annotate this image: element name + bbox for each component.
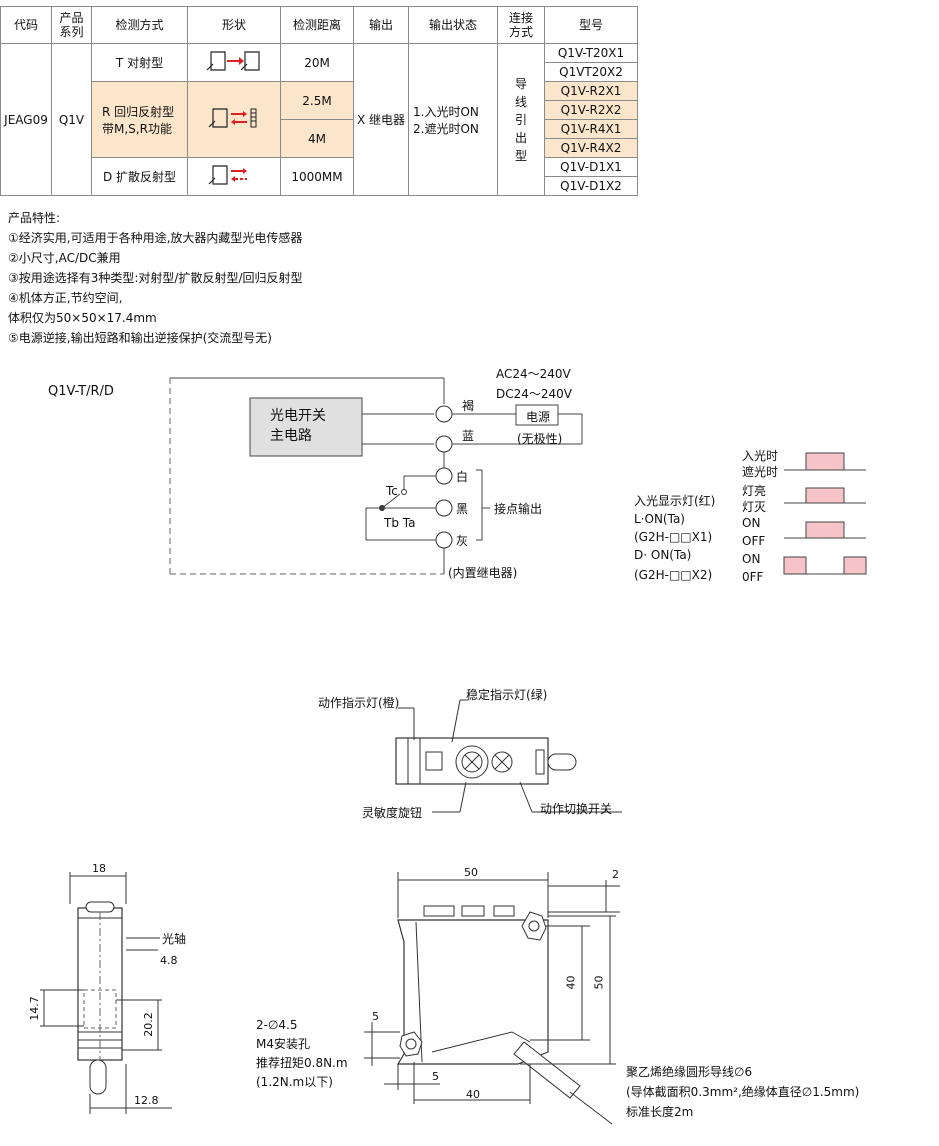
dim-side-128: 12.8 xyxy=(134,1094,159,1107)
cell-series: Q1V xyxy=(51,43,92,196)
dim-front-2: 2 xyxy=(612,868,619,881)
cell-distance-r-a: 2.5M xyxy=(280,81,354,120)
timing-left-0: 入光显示灯(红) xyxy=(634,494,716,508)
dim-front-5b: 5 xyxy=(432,1070,439,1083)
timing-left-3: D· ON(Ta) xyxy=(634,548,692,562)
feature-item: ⑤电源逆接,输出短路和输出逆接保护(交流型号无) xyxy=(8,331,272,345)
timing-left-4: (G2H-□□X2) xyxy=(634,568,713,582)
feature-item: ③按用途选择有3种类型:对射型/扩散反射型/回归反射型 xyxy=(8,271,303,285)
timing-on-2: ON xyxy=(742,552,761,566)
optical-axis-label: 光轴 xyxy=(162,932,187,946)
circuit-diagram xyxy=(169,377,583,575)
dim-front-w40: 40 xyxy=(466,1088,480,1101)
header-method: 检测方式 xyxy=(91,6,188,44)
timing-state-block: 遮光时 xyxy=(742,465,779,479)
sensitivity-knob-label: 灵敏度旋钮 xyxy=(362,806,423,820)
dim-front-5a: 5 xyxy=(372,1010,379,1023)
main-circuit-box xyxy=(249,397,363,457)
timing-on-1: ON xyxy=(742,516,761,530)
model-cell: Q1V-R4X2 xyxy=(544,138,638,158)
feature-item: 体积仅为50×50×17.4mm xyxy=(8,311,157,325)
shape-d-icon xyxy=(187,157,281,196)
model-cell: Q1V-R4X1 xyxy=(544,119,638,139)
circuit-model-label: Q1V-T/R/D xyxy=(48,384,114,399)
timing-chart xyxy=(783,452,867,575)
mounting-hole-note: 2-∅4.5 M4安装孔 推荐扭矩0.8N.m (1.2N.m以下) xyxy=(256,1018,348,1089)
action-led-label: 动作指示灯(橙) xyxy=(318,696,400,710)
spec-table: 代码 产品 系列 检测方式 形状 检测距离 输出 输出状态 连接 方式 型号 J… xyxy=(0,6,638,196)
wire-blue: 蓝 xyxy=(462,429,475,443)
feature-item: ②小尺寸,AC/DC兼用 xyxy=(8,251,121,265)
header-output-state: 输出状态 xyxy=(408,6,498,44)
parts-view xyxy=(395,699,622,813)
timing-off-1: OFF xyxy=(742,534,766,548)
timing-lamp-off: 灯灭 xyxy=(742,500,767,514)
front-view-drawing xyxy=(364,872,620,1125)
dim-front-h40: 40 xyxy=(564,975,578,990)
cable-note: 聚乙烯绝缘圆形导线∅6 (导体截面积0.3mm²,绝缘体直径∅1.5mm) 标准… xyxy=(626,1065,860,1119)
stable-led-label: 稳定指示灯(绿) xyxy=(466,688,548,702)
features-title: 产品特性: xyxy=(8,211,61,225)
timing-left-1: L·ON(Ta) xyxy=(634,512,685,526)
model-cell: Q1VT20X2 xyxy=(544,62,638,82)
header-shape: 形状 xyxy=(187,6,281,44)
feature-item: ④机体方正,节约空间, xyxy=(8,291,123,305)
feature-item: ①经济实用,可适用于各种用途,放大器内藏型光电传感器 xyxy=(8,231,303,245)
cell-output-state: 1.入光时ON 2.遮光时ON xyxy=(408,43,498,196)
supply-voltage: AC24～240V DC24～240V xyxy=(496,367,573,401)
contact-output-label: 接点输出 xyxy=(494,502,543,516)
cell-method-r: R 回归反射型 带M,S,R功能 xyxy=(91,81,188,158)
timing-lamp-on: 灯亮 xyxy=(742,484,767,498)
dim-side-width: 18 xyxy=(92,862,106,875)
wire-gray: 灰 xyxy=(456,534,469,548)
dim-side-202: 20.2 xyxy=(141,1012,155,1037)
header-model: 型号 xyxy=(544,6,638,44)
cell-method-t: T 对射型 xyxy=(91,43,188,82)
model-cell: Q1V-R2X2 xyxy=(544,100,638,120)
model-cell: Q1V-D1X2 xyxy=(544,176,638,196)
cell-distance-r-b: 4M xyxy=(280,119,354,158)
wire-brown: 褐 xyxy=(462,399,475,413)
cell-code: JEAG09 xyxy=(0,43,52,196)
side-view-drawing xyxy=(40,872,172,1114)
model-cell: Q1V-R2X1 xyxy=(544,81,638,101)
cell-method-d: D 扩散反射型 xyxy=(91,157,188,196)
power-label: 电源 xyxy=(526,410,551,424)
power-box xyxy=(515,404,559,426)
header-code: 代码 xyxy=(0,6,52,44)
main-circuit-label: 光电开关 主电路 xyxy=(270,408,326,444)
timing-left-2: (G2H-□□X1) xyxy=(634,530,713,544)
timing-state-in: 入光时 xyxy=(742,449,779,463)
model-cell: Q1V-D1X1 xyxy=(544,157,638,177)
cell-distance-d: 1000MM xyxy=(280,157,354,196)
wire-black: 黑 xyxy=(456,502,469,516)
dim-side-147: 14.7 xyxy=(27,996,41,1021)
relay-note: (内置继电器) xyxy=(448,566,518,580)
dim-front-h50: 50 xyxy=(592,975,606,990)
mode-switch-label: 动作切换开关 xyxy=(540,802,613,816)
header-distance: 检测距离 xyxy=(280,6,354,44)
tc-label: Tc xyxy=(386,484,398,498)
power-note: (无极性) xyxy=(517,432,563,446)
timing-off-2: 0FF xyxy=(742,570,764,584)
features: 产品特性: ①经济实用,可适用于各种用途,放大器内藏型光电传感器 ②小尺寸,AC… xyxy=(8,208,303,348)
tb-ta-label: Tb Ta xyxy=(384,516,416,530)
dim-side-48: 4.8 xyxy=(160,954,178,967)
wire-white: 白 xyxy=(456,470,469,484)
dim-front-w50: 50 xyxy=(464,866,478,879)
cell-connection: 导 线 引 出 型 xyxy=(497,43,545,196)
